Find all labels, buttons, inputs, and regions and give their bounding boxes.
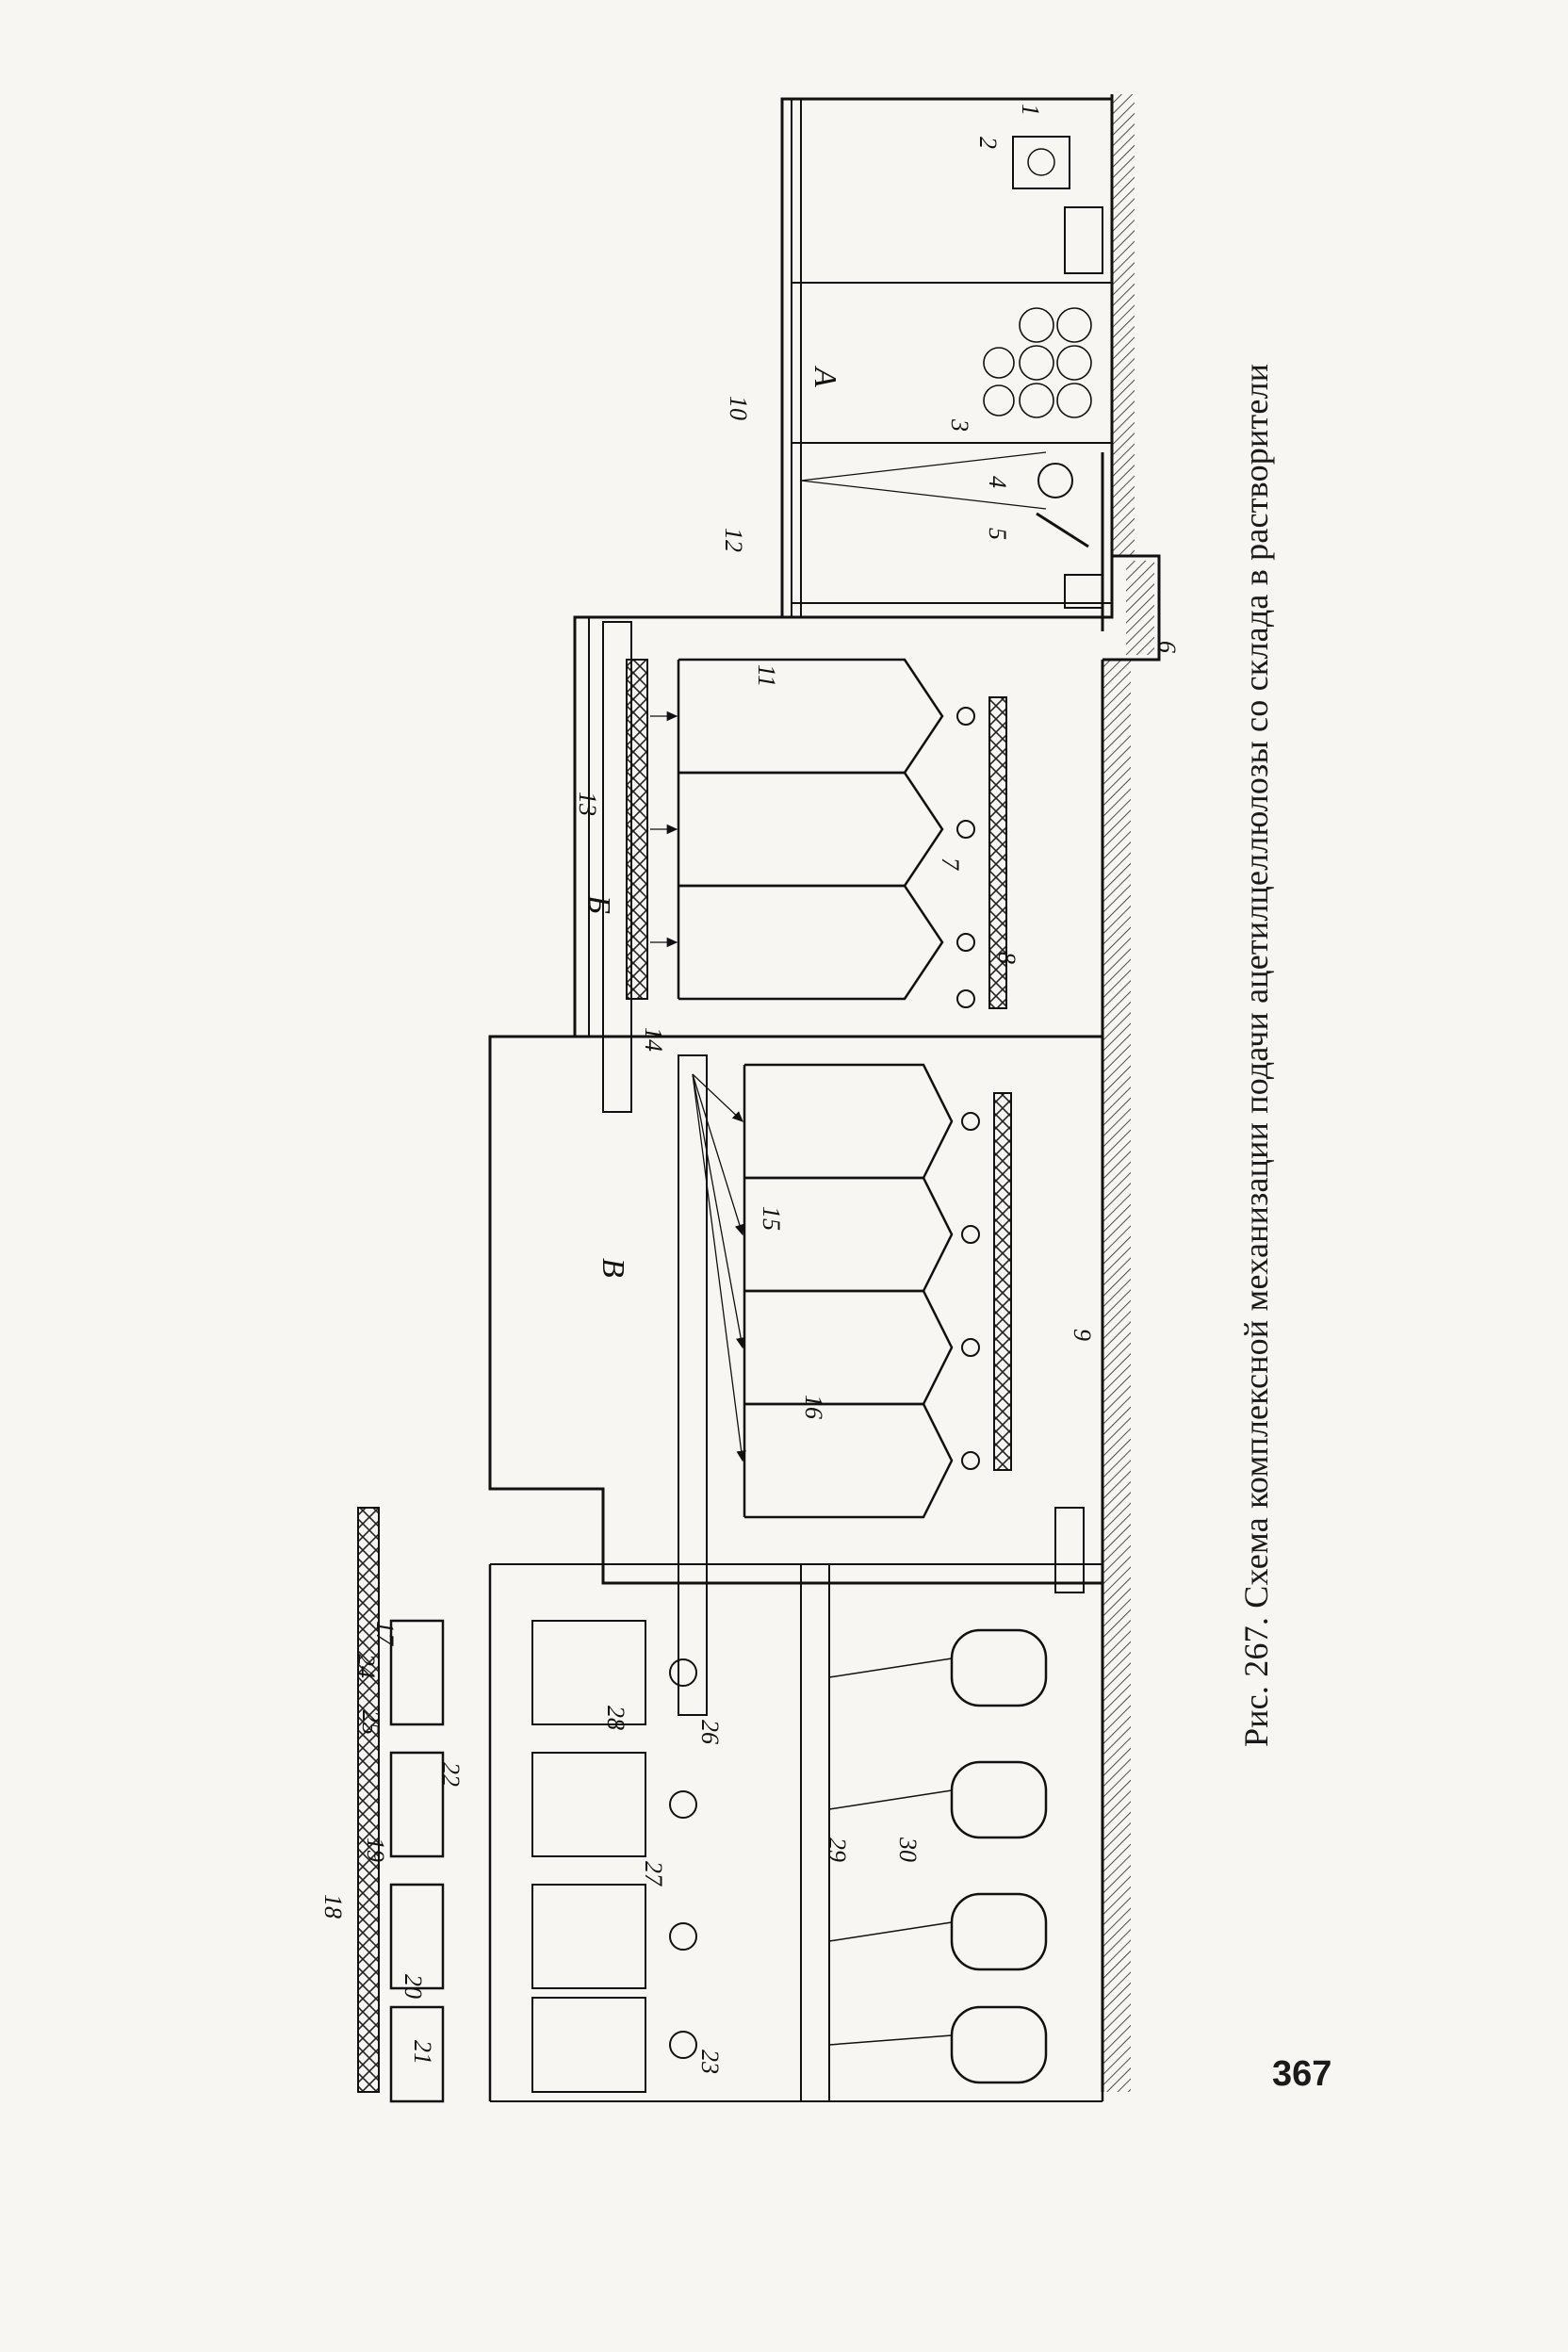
label-12: 12 bbox=[720, 528, 747, 552]
label-2: 2 bbox=[974, 137, 1002, 149]
label-8: 8 bbox=[993, 952, 1021, 964]
label-19: 19 bbox=[362, 1838, 389, 1862]
ground-hatching bbox=[1101, 94, 1161, 2092]
label-9: 9 bbox=[1069, 1329, 1096, 1341]
label-26: 26 bbox=[696, 1720, 724, 1744]
label-25: 25 bbox=[357, 1710, 384, 1735]
label-21: 21 bbox=[409, 2040, 436, 2065]
label-27: 27 bbox=[640, 1861, 667, 1886]
label-23: 23 bbox=[696, 2050, 724, 2074]
label-20: 20 bbox=[400, 1974, 427, 1999]
label-16: 16 bbox=[800, 1395, 827, 1419]
label-28: 28 bbox=[602, 1706, 629, 1730]
label-18: 18 bbox=[319, 1894, 347, 1919]
label-1: 1 bbox=[1017, 104, 1044, 116]
room-b-silos bbox=[573, 615, 1102, 1113]
label-7: 7 bbox=[937, 858, 964, 871]
room-label-b: Б bbox=[581, 894, 616, 914]
figure-caption-text: Рис. 267. Схема комплексной механизации … bbox=[1237, 363, 1275, 1747]
label-3: 3 bbox=[946, 418, 973, 432]
room-a-warehouse bbox=[780, 97, 1114, 631]
room-label-v: В bbox=[596, 1258, 630, 1278]
dissolver-section bbox=[357, 1507, 1104, 2103]
label-14: 14 bbox=[640, 1027, 667, 1052]
label-15: 15 bbox=[758, 1206, 785, 1231]
label-13: 13 bbox=[574, 792, 601, 816]
label-10: 10 bbox=[725, 396, 752, 420]
label-6: 6 bbox=[1153, 641, 1181, 653]
page-number: 367 bbox=[1272, 2054, 1332, 2094]
label-22: 22 bbox=[437, 1762, 465, 1787]
label-30: 30 bbox=[894, 1837, 922, 1862]
label-29: 29 bbox=[824, 1838, 851, 1862]
label-17: 17 bbox=[371, 1621, 399, 1646]
label-24: 24 bbox=[352, 1654, 380, 1678]
room-label-a: А bbox=[808, 366, 842, 387]
diagram-labels: 1 2 3 4 5 6 7 8 9 10 11 12 13 14 15 16 1… bbox=[319, 104, 1181, 2074]
label-5: 5 bbox=[984, 528, 1011, 540]
label-4: 4 bbox=[984, 476, 1011, 488]
label-11: 11 bbox=[753, 664, 780, 687]
room-v-silos bbox=[488, 1035, 1102, 1716]
